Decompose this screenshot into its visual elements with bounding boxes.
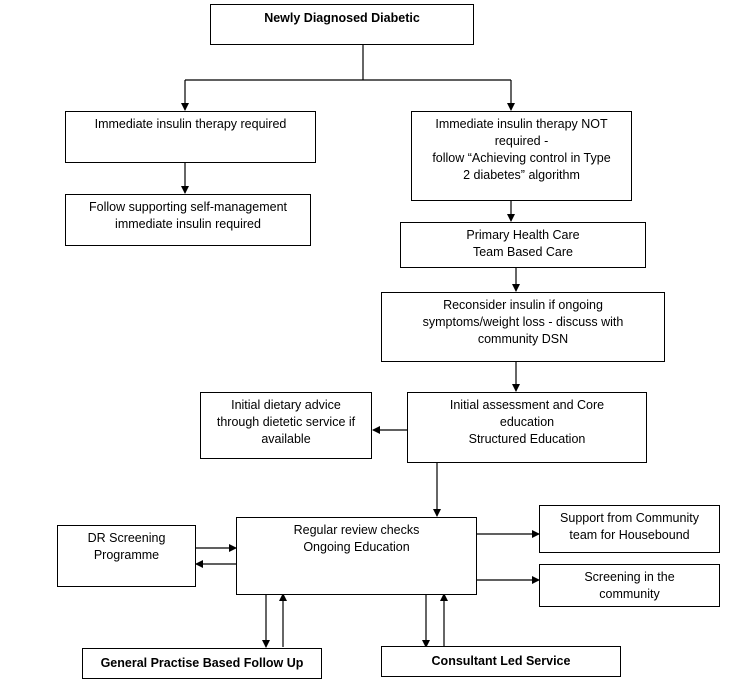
node-label: Primary Health Care Team Based Care xyxy=(466,228,580,259)
node-gp-follow-up: General Practise Based Follow Up xyxy=(82,648,322,679)
node-label: Immediate insulin therapy required xyxy=(94,117,287,131)
node-consultant-led: Consultant Led Service xyxy=(381,646,621,677)
node-label: DR Screening Programme xyxy=(87,531,166,562)
node-newly-diagnosed: Newly Diagnosed Diabetic xyxy=(210,4,474,45)
node-label: Regular review checks Ongoing Education xyxy=(293,523,420,554)
node-dr-screening: DR Screening Programme xyxy=(57,525,196,587)
node-insulin-not-required: Immediate insulin therapy NOT required -… xyxy=(411,111,632,201)
node-label: Support from Community team for Housebou… xyxy=(560,511,699,542)
node-community-screening: Screening in the community xyxy=(539,564,720,607)
node-community-support: Support from Community team for Housebou… xyxy=(539,505,720,553)
node-label: Screening in the community xyxy=(584,570,675,601)
node-regular-review: Regular review checks Ongoing Education xyxy=(236,517,477,595)
node-label: Follow supporting self-management immedi… xyxy=(88,200,288,231)
node-label: Consultant Led Service xyxy=(431,654,571,668)
node-label: Immediate insulin therapy NOT required -… xyxy=(432,117,611,182)
node-primary-care: Primary Health Care Team Based Care xyxy=(400,222,646,268)
node-label: Newly Diagnosed Diabetic xyxy=(264,11,420,25)
node-reconsider-insulin: Reconsider insulin if ongoing symptoms/w… xyxy=(381,292,665,362)
node-label: General Practise Based Follow Up xyxy=(100,656,304,670)
node-initial-assessment: Initial assessment and Core education St… xyxy=(407,392,647,463)
node-label: Initial dietary advice through dietetic … xyxy=(216,398,356,446)
node-insulin-required: Immediate insulin therapy required xyxy=(65,111,316,163)
node-label: Reconsider insulin if ongoing symptoms/w… xyxy=(422,298,624,346)
node-self-management: Follow supporting self-management immedi… xyxy=(65,194,311,246)
node-label: Initial assessment and Core education St… xyxy=(449,398,605,446)
node-dietary-advice: Initial dietary advice through dietetic … xyxy=(200,392,372,459)
